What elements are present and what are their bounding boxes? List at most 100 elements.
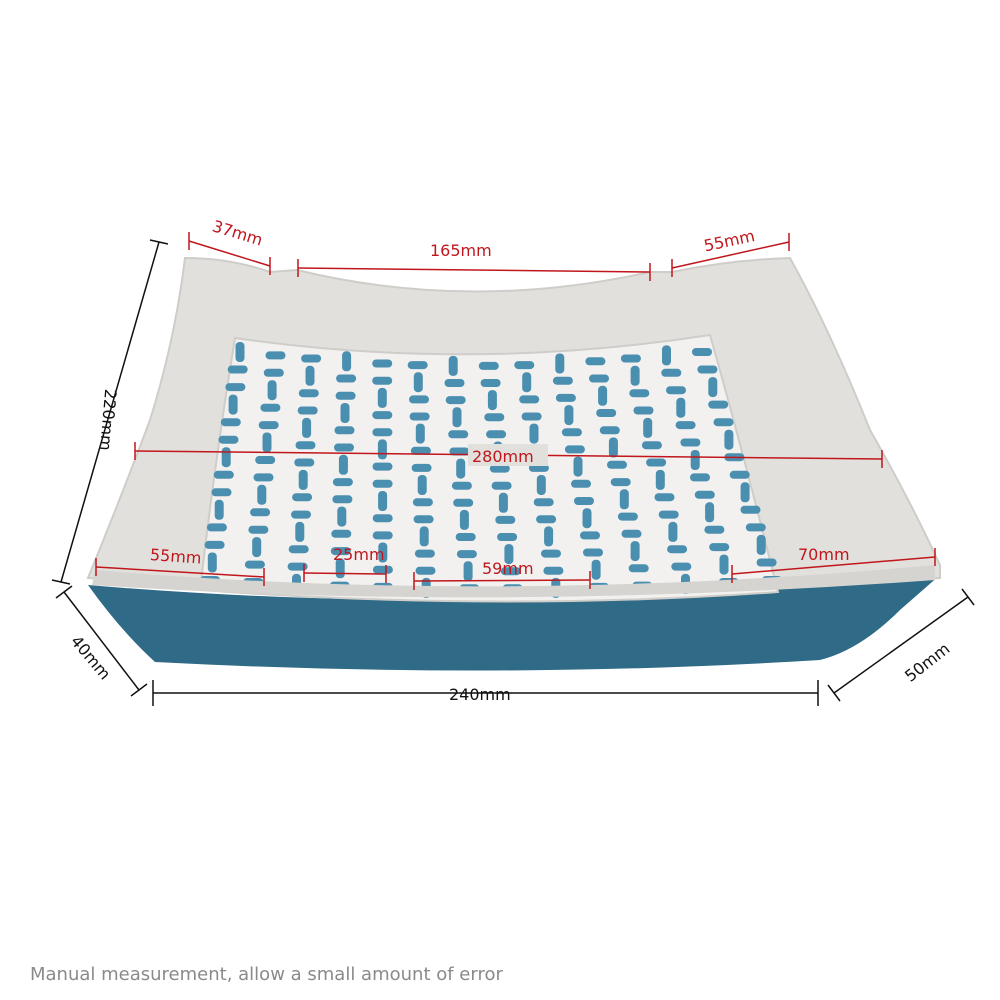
grid-hole <box>555 353 565 374</box>
grid-hole <box>204 540 225 549</box>
footer-note: Manual measurement, allow a small amount… <box>30 964 503 985</box>
grid-hole <box>646 458 667 467</box>
grid-hole <box>680 438 701 447</box>
grid-hole <box>740 482 750 503</box>
grid-hole <box>221 447 231 468</box>
grid-hole <box>372 479 393 488</box>
grid-hole <box>377 387 387 408</box>
grid-hole <box>334 426 355 435</box>
grid-hole <box>756 534 766 555</box>
grid-hole <box>220 418 241 427</box>
grid-hole <box>633 406 654 415</box>
grid-hole <box>335 391 356 400</box>
grid-hole <box>500 567 521 576</box>
grid-hole <box>519 395 540 404</box>
grid-hole <box>372 462 393 471</box>
grid-hole <box>564 405 574 426</box>
grid-hole <box>484 413 505 422</box>
grid-hole <box>666 386 686 395</box>
grid-hole <box>378 491 388 511</box>
grid-hole <box>655 469 665 490</box>
grid-hole <box>599 426 620 435</box>
grid-hole <box>372 376 393 385</box>
grid-hole <box>342 351 352 372</box>
dim-front-d: 70mm <box>798 545 850 564</box>
grid-hole <box>552 376 573 385</box>
grid-hole <box>497 533 518 541</box>
grid-hole <box>536 515 557 524</box>
grid-hole <box>302 417 312 438</box>
grid-hole <box>292 493 313 502</box>
grid-hole <box>414 549 435 558</box>
grid-hole <box>298 389 319 398</box>
grid-hole <box>617 512 638 521</box>
grid-hole <box>453 498 474 507</box>
grid-hole <box>745 523 766 532</box>
black-dimension-lines <box>51 239 975 706</box>
grid-hole <box>521 412 542 421</box>
grid-hole <box>491 481 512 490</box>
grid-hole <box>704 525 725 534</box>
grid-hole <box>253 473 274 482</box>
grid-hole <box>287 562 308 571</box>
grid-hole <box>522 372 532 393</box>
grid-hole <box>263 368 284 377</box>
grid-hole <box>413 372 423 393</box>
grid-hole <box>692 348 712 356</box>
grid-hole <box>258 421 279 430</box>
grid-hole <box>291 510 311 519</box>
grid-hole <box>413 515 434 524</box>
grid-hole <box>676 397 686 418</box>
grid-hole <box>211 488 232 497</box>
grid-hole <box>456 550 477 559</box>
grid-hole <box>332 495 353 504</box>
grid-hole <box>336 374 357 383</box>
grid-hole <box>630 541 640 562</box>
grid-hole <box>455 533 476 541</box>
grid-hole <box>533 498 554 507</box>
grid-hole <box>607 460 627 469</box>
grid-hole <box>658 510 679 519</box>
grid-hole <box>498 492 508 513</box>
grid-hole <box>295 521 305 542</box>
grid-hole <box>573 456 583 477</box>
grid-hole <box>598 385 608 406</box>
grid-hole <box>543 566 564 575</box>
grid-hole <box>661 368 682 377</box>
grid-hole <box>260 403 281 412</box>
grid-hole <box>713 418 734 427</box>
grid-hole <box>459 509 469 530</box>
grid-hole <box>628 564 649 573</box>
grid-hole <box>372 531 393 540</box>
grid-hole <box>372 428 393 437</box>
grid-hole <box>529 423 539 444</box>
grid-hole <box>580 531 600 540</box>
grid-hole <box>724 429 734 450</box>
grid-hole <box>409 395 429 404</box>
grid-hole <box>330 547 351 556</box>
grid-hole <box>417 475 427 495</box>
grid-hole <box>448 355 458 376</box>
grid-hole <box>697 365 718 374</box>
grid-hole <box>610 478 631 487</box>
grid-hole <box>227 365 248 374</box>
grid-hole <box>478 361 499 370</box>
grid-hole <box>250 508 271 517</box>
grid-hole <box>372 514 393 523</box>
grid-hole <box>708 400 729 409</box>
dim-inner-width: 280mm <box>472 447 534 466</box>
grid-hole <box>207 552 217 573</box>
grid-hole <box>667 545 688 554</box>
grid-hole <box>305 365 315 386</box>
grid-hole <box>705 502 715 523</box>
grid-hole <box>668 521 678 542</box>
grid-hole <box>555 393 576 402</box>
grid-hole <box>487 390 497 411</box>
dim-top-left: 37mm <box>210 216 265 249</box>
grid-hole <box>248 525 269 534</box>
grid-hole <box>589 374 609 383</box>
grid-hole <box>620 354 641 363</box>
grid-hole <box>407 361 428 370</box>
grid-hole <box>288 545 309 554</box>
grid-hole <box>206 523 227 532</box>
